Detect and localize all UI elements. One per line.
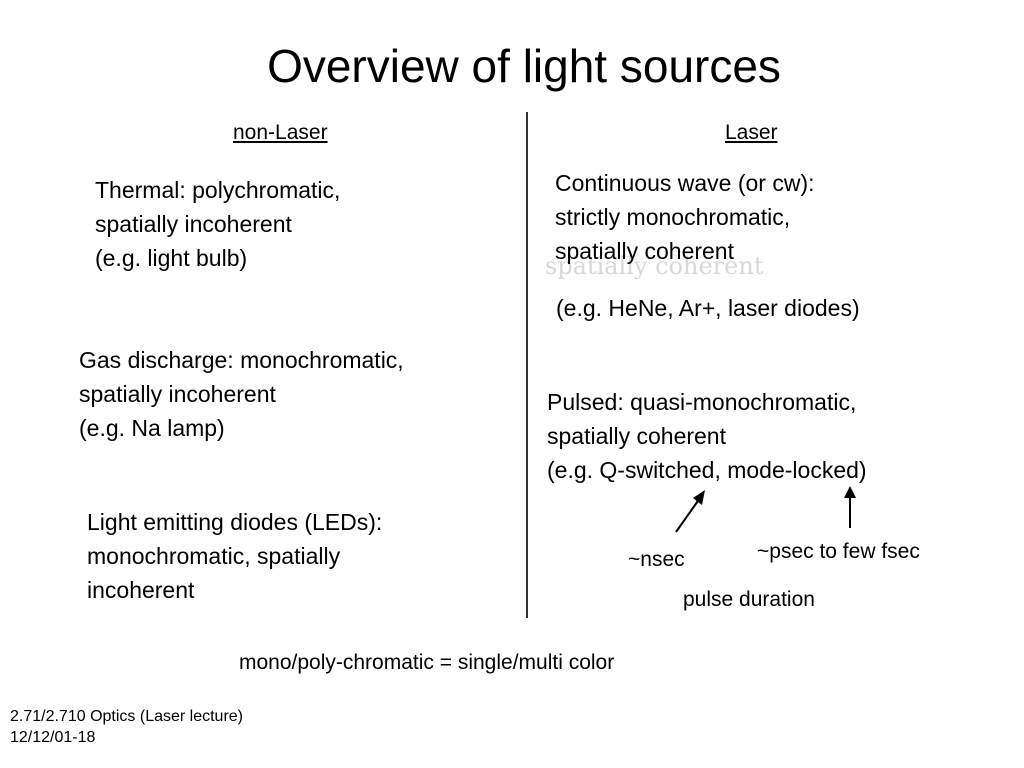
- text-line: strictly monochromatic,: [555, 204, 791, 230]
- cw-laser-examples: (e.g. HeNe, Ar+, laser diodes): [556, 295, 860, 321]
- arrow-up-right-icon: [675, 490, 705, 533]
- text-line: Thermal: polychromatic,: [95, 177, 341, 203]
- cw-laser-text: Continuous wave (or cw): strictly monoch…: [555, 166, 815, 268]
- text-line: Continuous wave (or cw):: [555, 170, 815, 196]
- gas-discharge-text: Gas discharge: monochromatic, spatially …: [79, 343, 404, 445]
- thermal-source-text: Thermal: polychromatic, spatially incohe…: [95, 173, 340, 275]
- text-line: spatially incoherent: [79, 381, 276, 407]
- text-line: incoherent: [87, 577, 195, 603]
- pulse-duration-arrows: [675, 486, 856, 533]
- column-heading-non-laser: non-Laser: [233, 121, 328, 144]
- pulse-duration-label: pulse duration: [683, 588, 815, 611]
- text-line: monochromatic, spatially: [87, 543, 341, 569]
- scan-artifact: spatially coherent: [545, 252, 764, 280]
- text-line: spatially coherent: [547, 423, 726, 449]
- nsec-label: ~nsec: [628, 548, 685, 571]
- psec-label: ~psec to few fsec: [757, 540, 920, 563]
- footer: 2.71/2.710 Optics (Laser lecture) 12/12/…: [10, 706, 243, 748]
- pulsed-laser-text: Pulsed: quasi-monochromatic, spatially c…: [547, 385, 867, 487]
- color-definition-note: mono/poly-chromatic = single/multi color: [239, 651, 615, 674]
- text-line: Light emitting diodes (LEDs):: [87, 509, 383, 535]
- arrow-up-icon: [844, 486, 856, 528]
- text-line: Gas discharge: monochromatic,: [79, 347, 404, 373]
- column-divider: [526, 112, 528, 618]
- text-line: Pulsed: quasi-monochromatic,: [547, 389, 857, 415]
- slide-title: Overview of light sources: [267, 40, 781, 92]
- footer-date: 12/12/01-18: [10, 729, 96, 746]
- footer-course: 2.71/2.710 Optics (Laser lecture): [10, 708, 244, 725]
- text-line: (e.g. Q-switched, mode-locked): [547, 457, 867, 483]
- text-line: (e.g. Na lamp): [79, 415, 225, 441]
- text-line: spatially coherent: [555, 238, 734, 264]
- text-line: (e.g. light bulb): [95, 245, 248, 271]
- column-heading-laser: Laser: [725, 121, 778, 144]
- text-line: spatially incoherent: [95, 211, 292, 237]
- led-source-text: Light emitting diodes (LEDs): monochroma…: [87, 505, 382, 607]
